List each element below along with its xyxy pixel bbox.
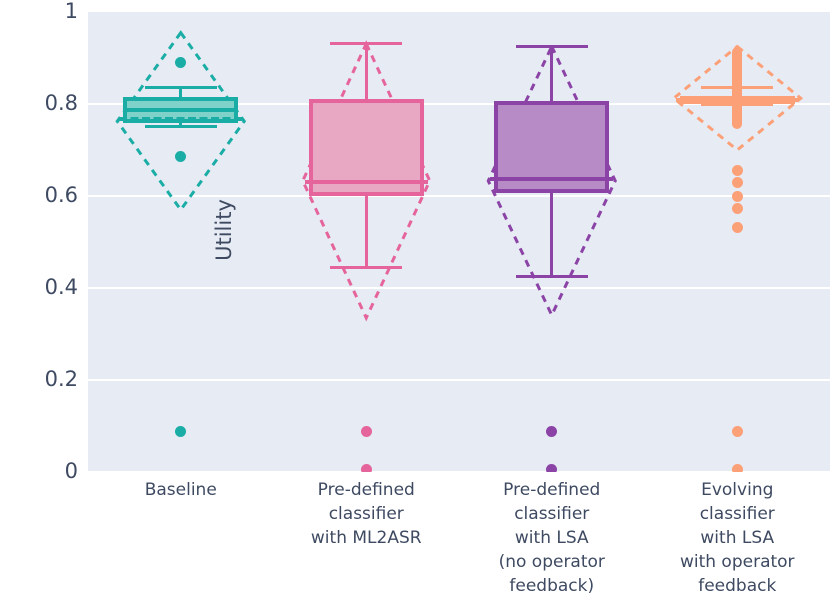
x-axis-tick-line: Baseline — [144, 480, 217, 500]
whisker-upper-line — [364, 43, 368, 99]
x-axis-tick-line: feedback — [698, 576, 777, 596]
x-axis-tick-line: with LSA — [514, 528, 589, 548]
mean-line — [304, 180, 428, 185]
box — [308, 98, 424, 196]
gridline — [88, 103, 830, 105]
gridline — [88, 471, 830, 472]
outlier-point — [731, 165, 743, 177]
stacked-points — [732, 46, 743, 130]
y-axis-tick-label: 0.2 — [44, 367, 78, 391]
x-axis-tick-label: Pre-defined classifier with ML2ASR — [271, 478, 461, 550]
outlier-point — [731, 176, 743, 188]
whisker-cap-upper — [515, 45, 588, 48]
mean-line — [490, 176, 614, 181]
whisker-upper-line — [550, 46, 554, 102]
y-axis-tick-label: 0.4 — [44, 275, 78, 299]
outlier-point — [360, 426, 372, 438]
whisker-cap-lower — [144, 124, 217, 128]
whisker-cap-lower — [330, 266, 403, 270]
outlier-point — [731, 426, 743, 438]
x-axis-tick-line: (no operator — [498, 552, 605, 572]
gridline — [88, 287, 830, 289]
whisker-cap-upper — [144, 85, 217, 89]
outlier-point — [546, 426, 558, 438]
outlier-point — [175, 151, 187, 163]
gridline — [88, 379, 830, 381]
median-line — [123, 107, 239, 112]
x-axis-tick-line: classifier — [699, 504, 775, 524]
whisker-cap-upper — [330, 42, 403, 46]
x-axis-tick-line: with ML2ASR — [310, 528, 422, 548]
x-axis-tick-line: Pre-defined — [317, 480, 415, 500]
y-axis-tick-label: 0.8 — [44, 91, 78, 115]
x-axis-tick-line: classifier — [328, 504, 404, 524]
x-axis-tick-line: with LSA — [700, 528, 775, 548]
box-plot-group — [88, 12, 830, 472]
x-axis-tick-line: classifier — [514, 504, 590, 524]
box-plot-group — [88, 12, 830, 472]
outlier-point — [175, 426, 187, 438]
whisker-cap-lower — [515, 275, 588, 279]
x-axis-tick-line: with operator — [679, 552, 795, 572]
whisker-upper-line — [179, 87, 183, 98]
x-axis-tick-line: feedback) — [509, 576, 595, 596]
plot-area — [88, 12, 830, 472]
gridline — [88, 195, 830, 197]
y-axis-tick-label: 1 — [64, 0, 78, 23]
mean-line — [119, 116, 243, 121]
whisker-lower-line — [550, 193, 554, 277]
x-axis-tick-label: Pre-defined classifier with LSA (no operato… — [457, 478, 647, 598]
whisker-lower-line — [364, 195, 368, 268]
outlier-point — [731, 463, 743, 472]
x-axis-tick-line: Pre-defined — [503, 480, 601, 500]
outlier-point — [731, 221, 743, 233]
box-plot-group — [88, 12, 830, 472]
y-axis-tick-label: 0 — [64, 459, 78, 483]
outlier-point — [360, 463, 372, 472]
y-axis-label: Utility — [212, 199, 236, 261]
y-axis-tick-label: 0.6 — [44, 183, 78, 207]
x-axis-tick-label: Evolving classifier with LSA with operator f… — [642, 478, 830, 598]
x-axis-tick-line: Evolving — [701, 480, 774, 500]
x-axis-tick-label: Baseline — [86, 478, 276, 502]
outlier-point — [175, 57, 187, 69]
outlier-point — [546, 463, 558, 472]
outlier-point — [731, 190, 743, 202]
outlier-point — [731, 203, 743, 215]
